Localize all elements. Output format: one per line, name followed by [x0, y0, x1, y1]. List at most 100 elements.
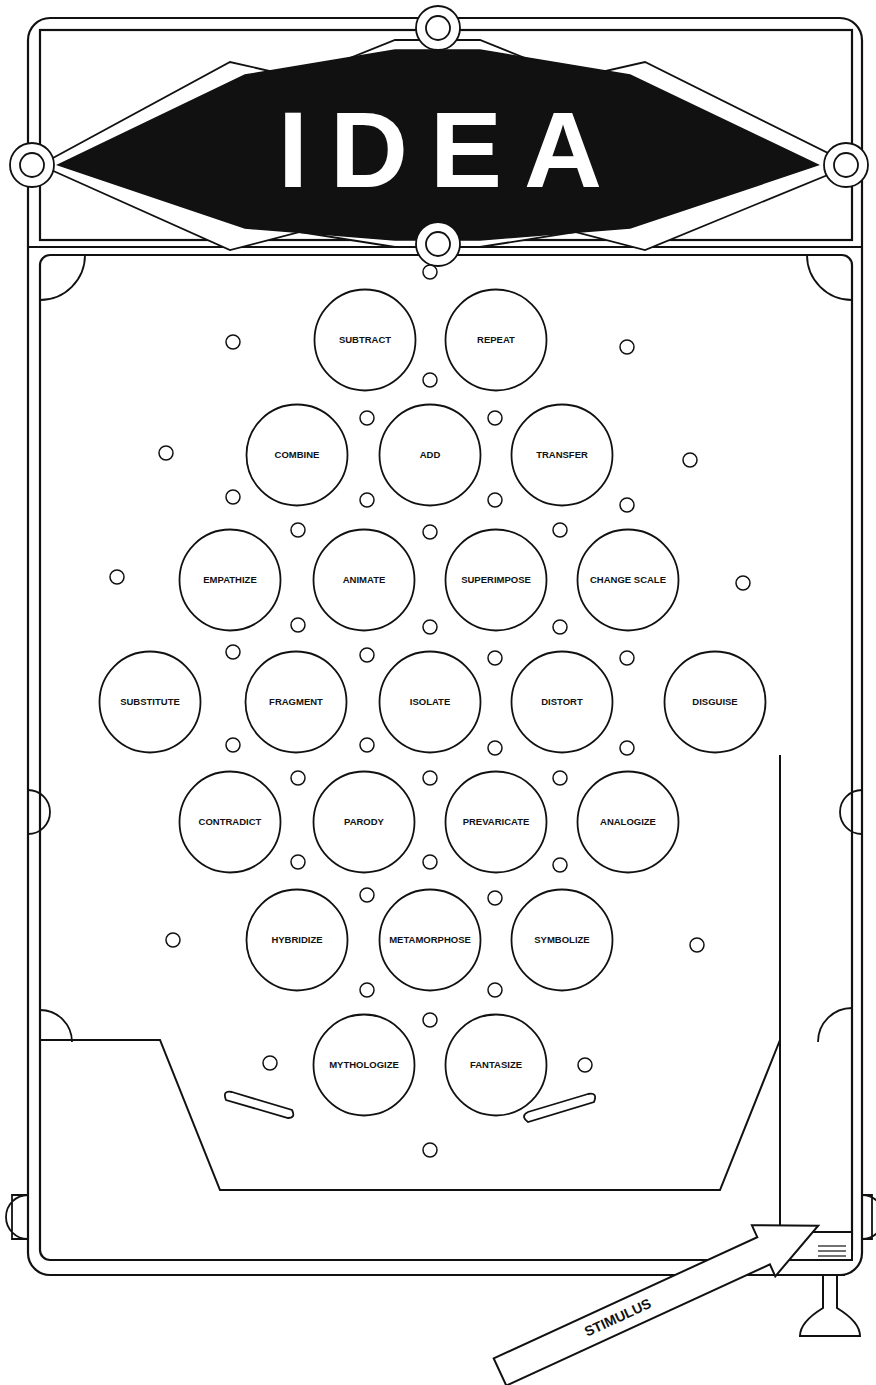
peg [423, 1013, 437, 1027]
bumper-text-group: HYBRIDIZE [245, 888, 349, 992]
idea-bumper: SUBSTITUTE [98, 650, 202, 754]
bumper-circle [380, 405, 481, 506]
bumper-circle [665, 652, 766, 753]
idea-bumper: DISGUISE [663, 650, 767, 754]
housing-hatch [818, 1245, 846, 1246]
bumper-circle [314, 1015, 415, 1116]
idea-bumper: EMPATHIZE [178, 528, 282, 632]
idea-bumper: CONTRADICT [178, 770, 282, 874]
bumper-label: DISTORT [541, 696, 583, 707]
bumper-text-group: ANIMATE [312, 528, 416, 632]
peg-group [110, 265, 750, 1157]
peg [291, 618, 305, 632]
housing-hatch [818, 1250, 846, 1251]
idea-bumper: HYBRIDIZE [245, 888, 349, 992]
peg [488, 651, 502, 665]
peg [291, 855, 305, 869]
bumper-label: SUBTRACT [339, 334, 391, 345]
bolt-outer [416, 6, 460, 50]
idea-bumper: ANALOGIZE [576, 770, 680, 874]
peg [578, 1058, 592, 1072]
bumper-text-group: TRANSFER [510, 403, 614, 507]
bumper-circle [100, 652, 201, 753]
idea-bumper: ISOLATE [378, 650, 482, 754]
bumper-text-group: ISOLATE [378, 650, 482, 754]
bumper-text-group: METAMORPHOSE [378, 888, 482, 992]
bumper-text-group: SUBTRACT [313, 288, 417, 392]
playfield-corners [6, 255, 876, 1239]
bumper-text-group: REPEAT [444, 288, 548, 392]
bumper-circle [315, 290, 416, 391]
bumper-label: SYMBOLIZE [534, 934, 589, 945]
bumper-label: ANIMATE [343, 574, 386, 585]
bumper-circle [446, 1015, 547, 1116]
corner-arc [807, 255, 852, 300]
peg [553, 771, 567, 785]
bumper-label: DISGUISE [692, 696, 737, 707]
bumper-label: CONTRADICT [199, 816, 262, 827]
bumper-label: PARODY [344, 816, 384, 827]
idea-bumper: SUPERIMPOSE [444, 528, 548, 632]
peg [423, 525, 437, 539]
peg [553, 620, 567, 634]
flippers [225, 1092, 595, 1122]
peg [423, 1143, 437, 1157]
peg [423, 265, 437, 279]
bumper-circle [180, 772, 281, 873]
peg [423, 771, 437, 785]
side-bumper [28, 790, 50, 834]
side-latch [862, 1195, 876, 1239]
bumper-text-group: PARODY [312, 770, 416, 874]
peg [226, 335, 240, 349]
peg [226, 738, 240, 752]
bumper-text-group: ADD [378, 403, 482, 507]
peg [360, 648, 374, 662]
peg [291, 771, 305, 785]
corner-arc [40, 1010, 72, 1042]
corner-arc [818, 1008, 852, 1042]
machine-frame [28, 18, 862, 1275]
bumper-label: METAMORPHOSE [389, 934, 471, 945]
bumper-circle [512, 405, 613, 506]
left-flipper [225, 1092, 293, 1118]
bumper-circle [380, 890, 481, 991]
stimulus-arrow [494, 1225, 819, 1385]
peg [360, 411, 374, 425]
bumper-label: HYBRIDIZE [271, 934, 322, 945]
side-bumper [840, 790, 862, 834]
marquee-title: IDEA [278, 96, 624, 204]
idea-bumper: CHANGE SCALE [576, 528, 680, 632]
bumper-label: FRAGMENT [269, 696, 323, 707]
peg [620, 498, 634, 512]
peg [736, 576, 750, 590]
bumper-circle [314, 772, 415, 873]
bumper-label: ANALOGIZE [600, 816, 656, 827]
side-latch [6, 1195, 28, 1239]
plunger-collar [815, 1274, 845, 1276]
bumper-text-group: SUPERIMPOSE [444, 528, 548, 632]
peg [110, 570, 124, 584]
bolt-outer [824, 143, 868, 187]
marquee [10, 6, 868, 266]
idea-bumper: DISTORT [510, 650, 614, 754]
bumper-label: MYTHOLOGIZE [329, 1059, 399, 1070]
bolt-outer [10, 143, 54, 187]
peg [291, 523, 305, 537]
idea-bumper: TRANSFER [510, 403, 614, 507]
peg [159, 446, 173, 460]
bumper-circle [446, 530, 547, 631]
bumper-circle [512, 652, 613, 753]
bumper-text-group: SUBSTITUTE [98, 650, 202, 754]
bumper-circle [247, 890, 348, 991]
peg [620, 741, 634, 755]
peg [360, 738, 374, 752]
arrow-label: STIMULUS [580, 1295, 655, 1341]
idea-bumper: METAMORPHOSE [378, 888, 482, 992]
outer-cabinet [28, 18, 862, 1275]
idea-bumper: COMBINE [245, 403, 349, 507]
bumper-text-group: MYTHOLOGIZE [312, 1013, 416, 1117]
bumper-label: FANTASIZE [470, 1059, 522, 1070]
bumper-label: TRANSFER [536, 449, 588, 460]
bumper-text-group: CHANGE SCALE [576, 528, 680, 632]
